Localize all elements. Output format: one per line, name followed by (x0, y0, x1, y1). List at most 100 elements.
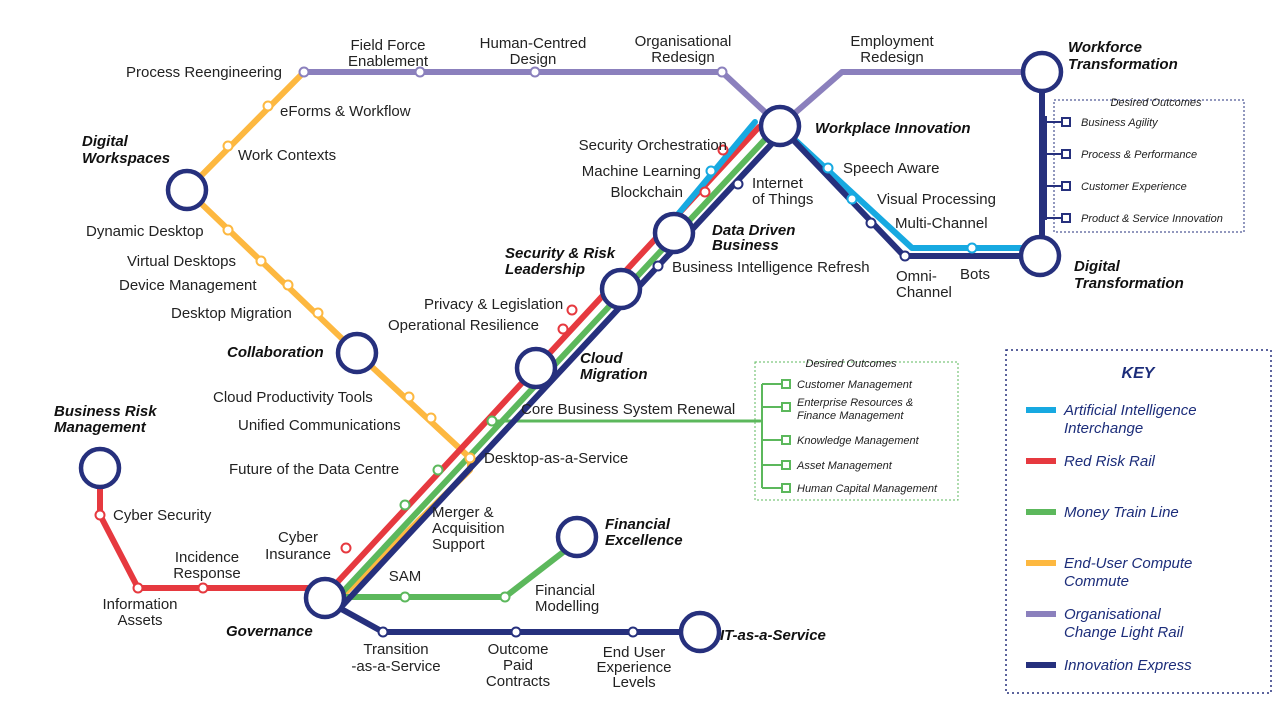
operational-resilience-label: Operational Resilience (388, 317, 539, 334)
risk-rail-business (97, 465, 341, 591)
work-contexts-label: Work Contexts (238, 147, 336, 164)
privacy-label: Privacy & Legislation (424, 296, 563, 313)
core-outcome-item: Enterprise Resources &Finance Management (797, 397, 913, 422)
speech-aware-label: Speech Aware (843, 160, 939, 177)
core-outcome-item: Customer Management (797, 379, 913, 391)
security-orchestration-stop (705, 165, 717, 177)
desktop-migration-label: Desktop Migration (171, 305, 292, 322)
workforce-outcomes-title: Desired Outcomes (1110, 97, 1202, 109)
governance-label: Governance (226, 623, 313, 640)
speech-aware-stop (822, 162, 834, 174)
cloud-productivity-label: Cloud Productivity Tools (213, 389, 373, 406)
workforce-outcome-item: Customer Experience (1081, 181, 1187, 193)
core-outcome-marker (781, 379, 791, 389)
key-item-label: Red Risk Rail (1064, 453, 1156, 470)
virtual-desktops-stop (255, 255, 267, 267)
human-centred-stop (529, 66, 541, 78)
collaboration-hub (335, 331, 379, 375)
bi-refresh-stop (652, 260, 664, 272)
multi-channel-stop (865, 217, 877, 229)
cloud-productivity-stop (403, 391, 415, 403)
workplace-innovation-label: Workplace Innovation (815, 120, 971, 137)
cyber-security-stop (94, 509, 106, 521)
core-business-label: Core Business System Renewal (521, 401, 735, 418)
future-dc-stop (432, 464, 444, 476)
daas-stop (464, 452, 476, 464)
device-management-stop (282, 279, 294, 291)
machine-learning-label: Machine Learning (582, 163, 701, 180)
process-reengineering-stop (298, 66, 310, 78)
it-as-a-service-label: IT-as-a-Service (720, 627, 826, 644)
innovation-express-main (340, 133, 782, 608)
data-driven-business-hub (652, 211, 696, 255)
core-outcome-marker (781, 483, 791, 493)
multi-channel-label: Multi-Channel (895, 215, 988, 232)
cyber-security-label: Cyber Security (113, 507, 212, 524)
business-risk-management-hub (78, 446, 122, 490)
compute-line-upper (184, 69, 307, 193)
unified-comms-stop (425, 412, 437, 424)
core-outcomes-box (754, 361, 959, 501)
stations (78, 50, 1064, 654)
desktop-migration-stop (312, 307, 324, 319)
device-management-label: Device Management (119, 277, 257, 294)
work-contexts-stop (222, 140, 234, 152)
workforce-outcome-item: Process & Performance (1081, 149, 1197, 161)
daas-label: Desktop-as-a-Service (484, 450, 628, 467)
key-item-label: Innovation Express (1064, 657, 1192, 674)
workplace-innovation-hub (758, 104, 802, 148)
outcome-paid-stop (510, 626, 522, 638)
key-title: KEY (1122, 365, 1156, 382)
workforce-outcome-marker (1061, 117, 1071, 127)
sam-stop (399, 591, 411, 603)
sam-label: SAM (389, 568, 422, 585)
field-force-stop (414, 66, 426, 78)
machine-learning-stop (699, 186, 711, 198)
workforce-outcomes-box (1053, 99, 1245, 233)
core-business-stop (486, 415, 498, 427)
unified-comms-label: Unified Communications (238, 417, 401, 434)
incidence-response-stop (197, 582, 209, 594)
workforce-outcome-item: Business Agility (1081, 117, 1159, 129)
privacy-stop (566, 304, 578, 316)
cloud-migration-hub (514, 346, 558, 390)
omni-channel-stop (899, 250, 911, 262)
future-dc-label: Future of the Data Centre (229, 461, 399, 478)
governance-hub (303, 576, 347, 620)
virtual-desktops-label: Virtual Desktops (127, 253, 236, 270)
security-orchestration-label: Security Orchestration (579, 137, 727, 154)
core-outcome-item: Human Capital Management (797, 483, 938, 495)
information-assets-stop (132, 582, 144, 594)
security-risk-leadership-hub (599, 267, 643, 311)
omni-channel-label: Omni-Channel (896, 268, 952, 301)
cyber-insurance-stop (340, 542, 352, 554)
eforms-label: eForms & Workflow (280, 103, 411, 120)
blockchain-label: Blockchain (610, 184, 683, 201)
org-redesign-stop (716, 66, 728, 78)
bots-label: Bots (960, 266, 990, 283)
financial-modelling-stop (499, 591, 511, 603)
process-reengineering-label: Process Reengineering (126, 64, 282, 81)
blockchain-stop (717, 144, 729, 156)
visual-processing-stop (846, 193, 858, 205)
visual-processing-label: Visual Processing (877, 191, 996, 208)
transition-stop (377, 626, 389, 638)
